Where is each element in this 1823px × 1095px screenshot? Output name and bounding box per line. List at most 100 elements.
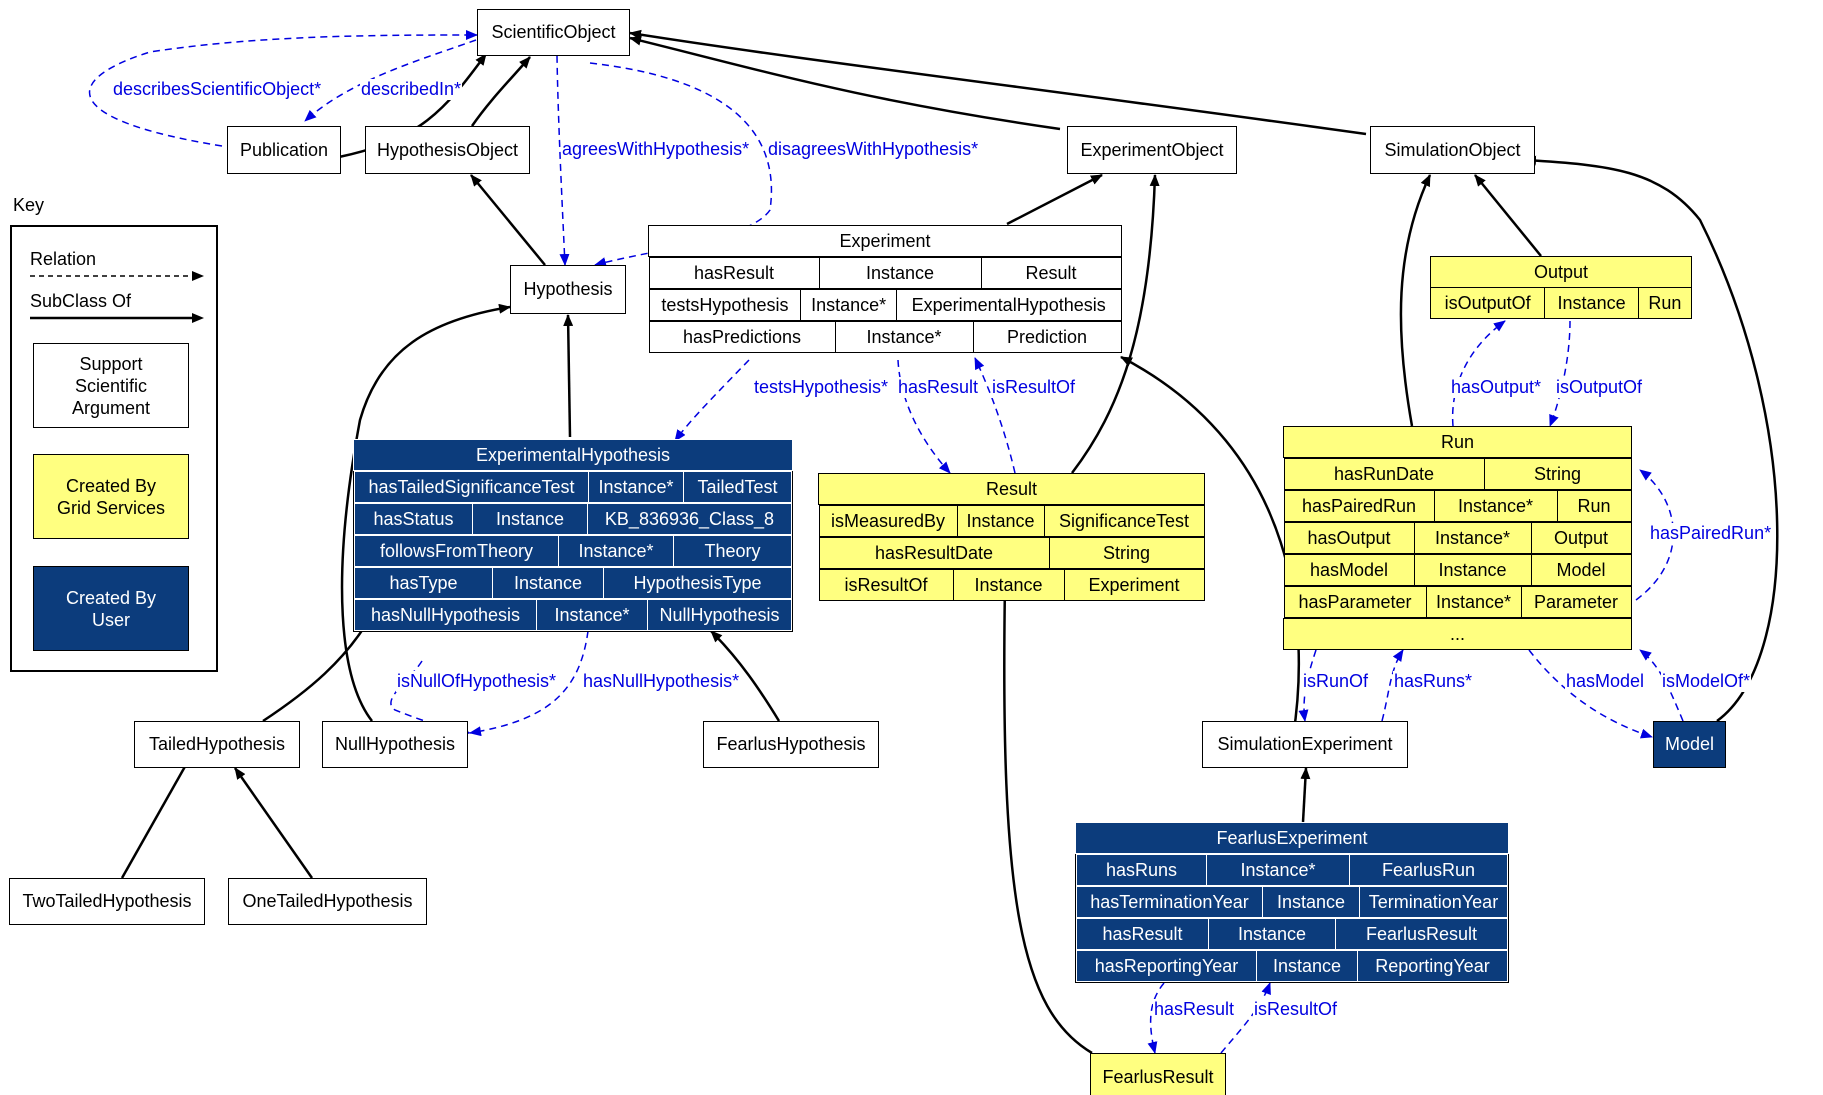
edge-label: isResultOf [1253,999,1339,1020]
edge-label: describesScientificObject* [112,79,323,100]
record-cell: HypothesisType [603,567,792,599]
record-cell: hasOutput [1283,522,1415,554]
relation-edge [88,30,478,147]
subclass-edge [262,617,372,723]
relation-edge [1220,982,1271,1054]
node-scientific-object[interactable]: ScientificObject [477,9,630,56]
record-cell: isOutputOf [1429,287,1546,319]
node-one-tailed-hypothesis[interactable]: OneTailedHypothesis [228,878,427,925]
record-cell: String [1483,458,1632,490]
node-simulation-experiment[interactable]: SimulationExperiment [1202,721,1408,768]
record-cell: Instance [1208,918,1336,950]
relation-edge [1635,469,1674,601]
record-title: Experiment [648,225,1122,257]
node-simulation-object[interactable]: SimulationObject [1370,126,1535,174]
edge-label: hasModel [1565,671,1646,692]
record-cell: Run [1556,490,1632,522]
record-cell: Run [1637,287,1693,319]
relation-edge [469,630,589,737]
node-fearlus-result[interactable]: FearlusResult [1090,1053,1226,1095]
record-title: ExperimentalHypothesis [353,439,793,471]
record-cell: hasRuns [1076,854,1207,886]
node-hypothesis-object[interactable]: HypothesisObject [365,126,530,174]
edge-label: isNullOfHypothesis* [396,671,558,692]
edge-label: testsHypothesis* [753,377,890,398]
edge-label: agreesWithHypothesis* [561,139,751,160]
record-cell: Instance [952,569,1065,601]
record-experiment[interactable]: Experiment hasResult Instance Result tes… [648,225,1122,353]
record-cell: Parameter [1520,586,1632,618]
record-cell: hasPairedRun [1283,490,1435,522]
edge-label: isModelOf* [1661,671,1752,692]
node-experiment-object[interactable]: ExperimentObject [1067,126,1237,174]
record-cell: Instance* [1425,586,1522,618]
node-two-tailed-hypothesis[interactable]: TwoTailedHypothesis [9,878,205,925]
record-ellipsis: ... [1283,618,1632,650]
relation-edge [674,359,750,442]
subclass-edge [1006,173,1103,226]
record-title: FearlusExperiment [1075,822,1509,854]
record-cell: KB_836936_Class_8 [587,503,792,535]
subclass-edge [470,174,546,266]
record-cell: Output [1530,522,1632,554]
relation-edge [974,357,1016,474]
key-subclass-line [30,313,204,323]
subclass-edge [1524,155,1779,723]
relation-edge [1451,320,1506,427]
subclass-edge [1399,174,1432,427]
record-experimental-hypothesis[interactable]: ExperimentalHypothesis hasTailedSignific… [353,439,793,632]
record-cell: hasParameter [1283,586,1427,618]
node-fearlus-hypothesis[interactable]: FearlusHypothesis [703,721,879,768]
node-model[interactable]: Model [1653,721,1726,768]
record-cell: Instance* [558,535,674,567]
node-tailed-hypothesis[interactable]: TailedHypothesis [134,721,300,768]
record-run[interactable]: Run hasRunDate String hasPairedRun Insta… [1283,426,1632,650]
record-cell: ExperimentalHypothesis [895,289,1122,321]
relation-edge [304,39,477,122]
record-cell: Model [1530,554,1632,586]
record-cell: Prediction [972,321,1122,353]
subclass-edge [1120,355,1301,738]
node-hypothesis[interactable]: Hypothesis [510,265,626,314]
record-cell: Instance [956,505,1045,537]
record-cell: Instance* [800,289,897,321]
relation-edge [1639,649,1684,722]
record-cell: ReportingYear [1357,950,1508,982]
record-cell: Experiment [1063,569,1205,601]
record-cell: testsHypothesis [648,289,802,321]
record-cell: Instance [472,503,588,535]
record-cell: Instance [818,257,982,289]
key-subclass-label: SubClass Of [30,291,132,311]
record-title: Run [1283,426,1632,458]
record-cell: Instance [1544,287,1639,319]
relation-edge [1528,649,1653,739]
key-grid-node: Created By Grid Services [33,454,189,539]
subclass-edge [340,303,511,722]
edge-label: describedIn* [360,79,463,100]
node-null-hypothesis[interactable]: NullHypothesis [322,721,468,768]
record-cell: SignificanceTest [1043,505,1205,537]
record-cell: hasType [354,567,493,599]
record-result[interactable]: Result isMeasuredBy Instance Significanc… [818,473,1205,601]
relation-edge [1147,982,1165,1054]
edge-label: isOutputOf [1555,377,1644,398]
relation-edge [556,55,570,266]
record-cell: Instance* [1433,490,1558,522]
edge-label: hasResult [1153,999,1236,1020]
record-output[interactable]: Output isOutputOf Instance Run [1429,256,1693,319]
key-user-node: Created By User [33,566,189,651]
record-cell: TerminationYear [1359,886,1508,918]
record-cell: Instance* [1413,522,1532,554]
record-fearlus-experiment[interactable]: FearlusExperiment hasRuns Instance* Fear… [1075,822,1509,983]
record-cell: hasResult [1076,918,1209,950]
key-title: Key [13,195,45,215]
key-support-node: Support Scientific Argument [33,343,189,428]
record-cell: hasRunDate [1283,458,1485,490]
node-publication[interactable]: Publication [227,126,341,174]
record-cell: hasPredictions [648,321,836,353]
record-cell: hasReportingYear [1076,950,1257,982]
record-cell: String [1048,537,1205,569]
edge-label: hasOutput* [1450,377,1543,398]
record-cell: FearlusRun [1349,854,1508,886]
edge-label: hasResult [897,377,980,398]
